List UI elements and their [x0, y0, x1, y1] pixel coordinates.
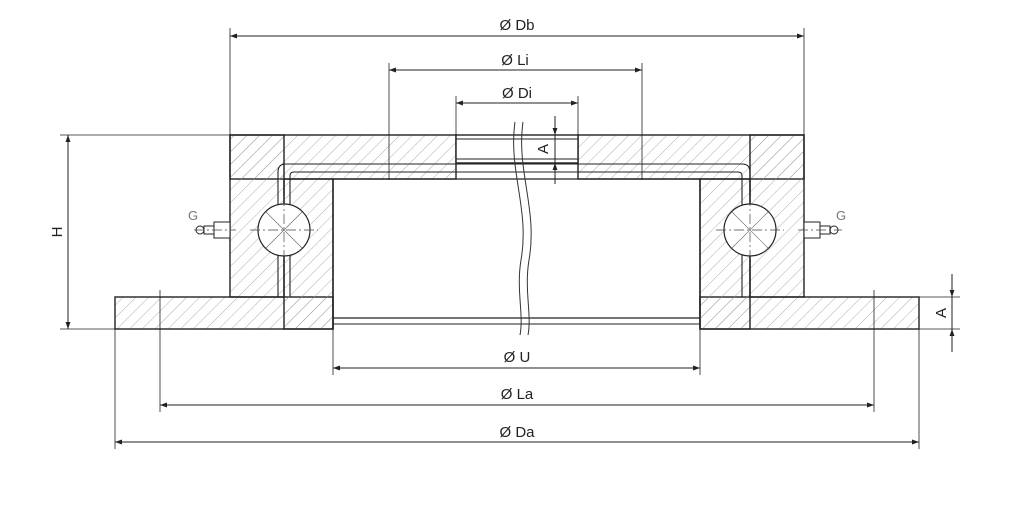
center-cable	[513, 121, 532, 336]
dimension-li: Ø Li	[389, 52, 642, 73]
dimension-di: Ø Di	[456, 85, 578, 106]
extension-lines	[60, 28, 960, 449]
center-seal-ring	[455, 134, 579, 164]
dimension-di-label: Ø Di	[502, 85, 532, 102]
dimension-db-label: Ø Db	[499, 17, 534, 34]
dimension-la: Ø La	[160, 386, 874, 408]
dimension-h-label: H	[49, 227, 66, 238]
grease-fitting-left: G	[188, 208, 236, 239]
ball-left	[250, 196, 318, 264]
grease-fitting-right-label: G	[836, 208, 846, 223]
dimension-da: Ø Da	[115, 424, 919, 445]
dimension-la-label: Ø La	[501, 386, 534, 403]
grease-fitting-right: G	[798, 208, 846, 239]
dimension-u: Ø U	[333, 349, 700, 371]
dimension-a-side-label: A	[933, 308, 950, 318]
dimension-a-top: A	[535, 116, 558, 184]
dimension-li-label: Ø Li	[501, 52, 529, 69]
grease-fitting-left-label: G	[188, 208, 198, 223]
ring-clearance-gap	[277, 163, 751, 297]
ball-right	[716, 196, 784, 264]
dimension-db: Ø Db	[230, 17, 804, 39]
dimension-a-side: A	[933, 274, 955, 352]
dimension-da-label: Ø Da	[499, 424, 535, 441]
dimension-h: H	[49, 135, 71, 329]
dimension-a-top-label: A	[535, 144, 552, 154]
dimension-u-label: Ø U	[504, 349, 531, 366]
